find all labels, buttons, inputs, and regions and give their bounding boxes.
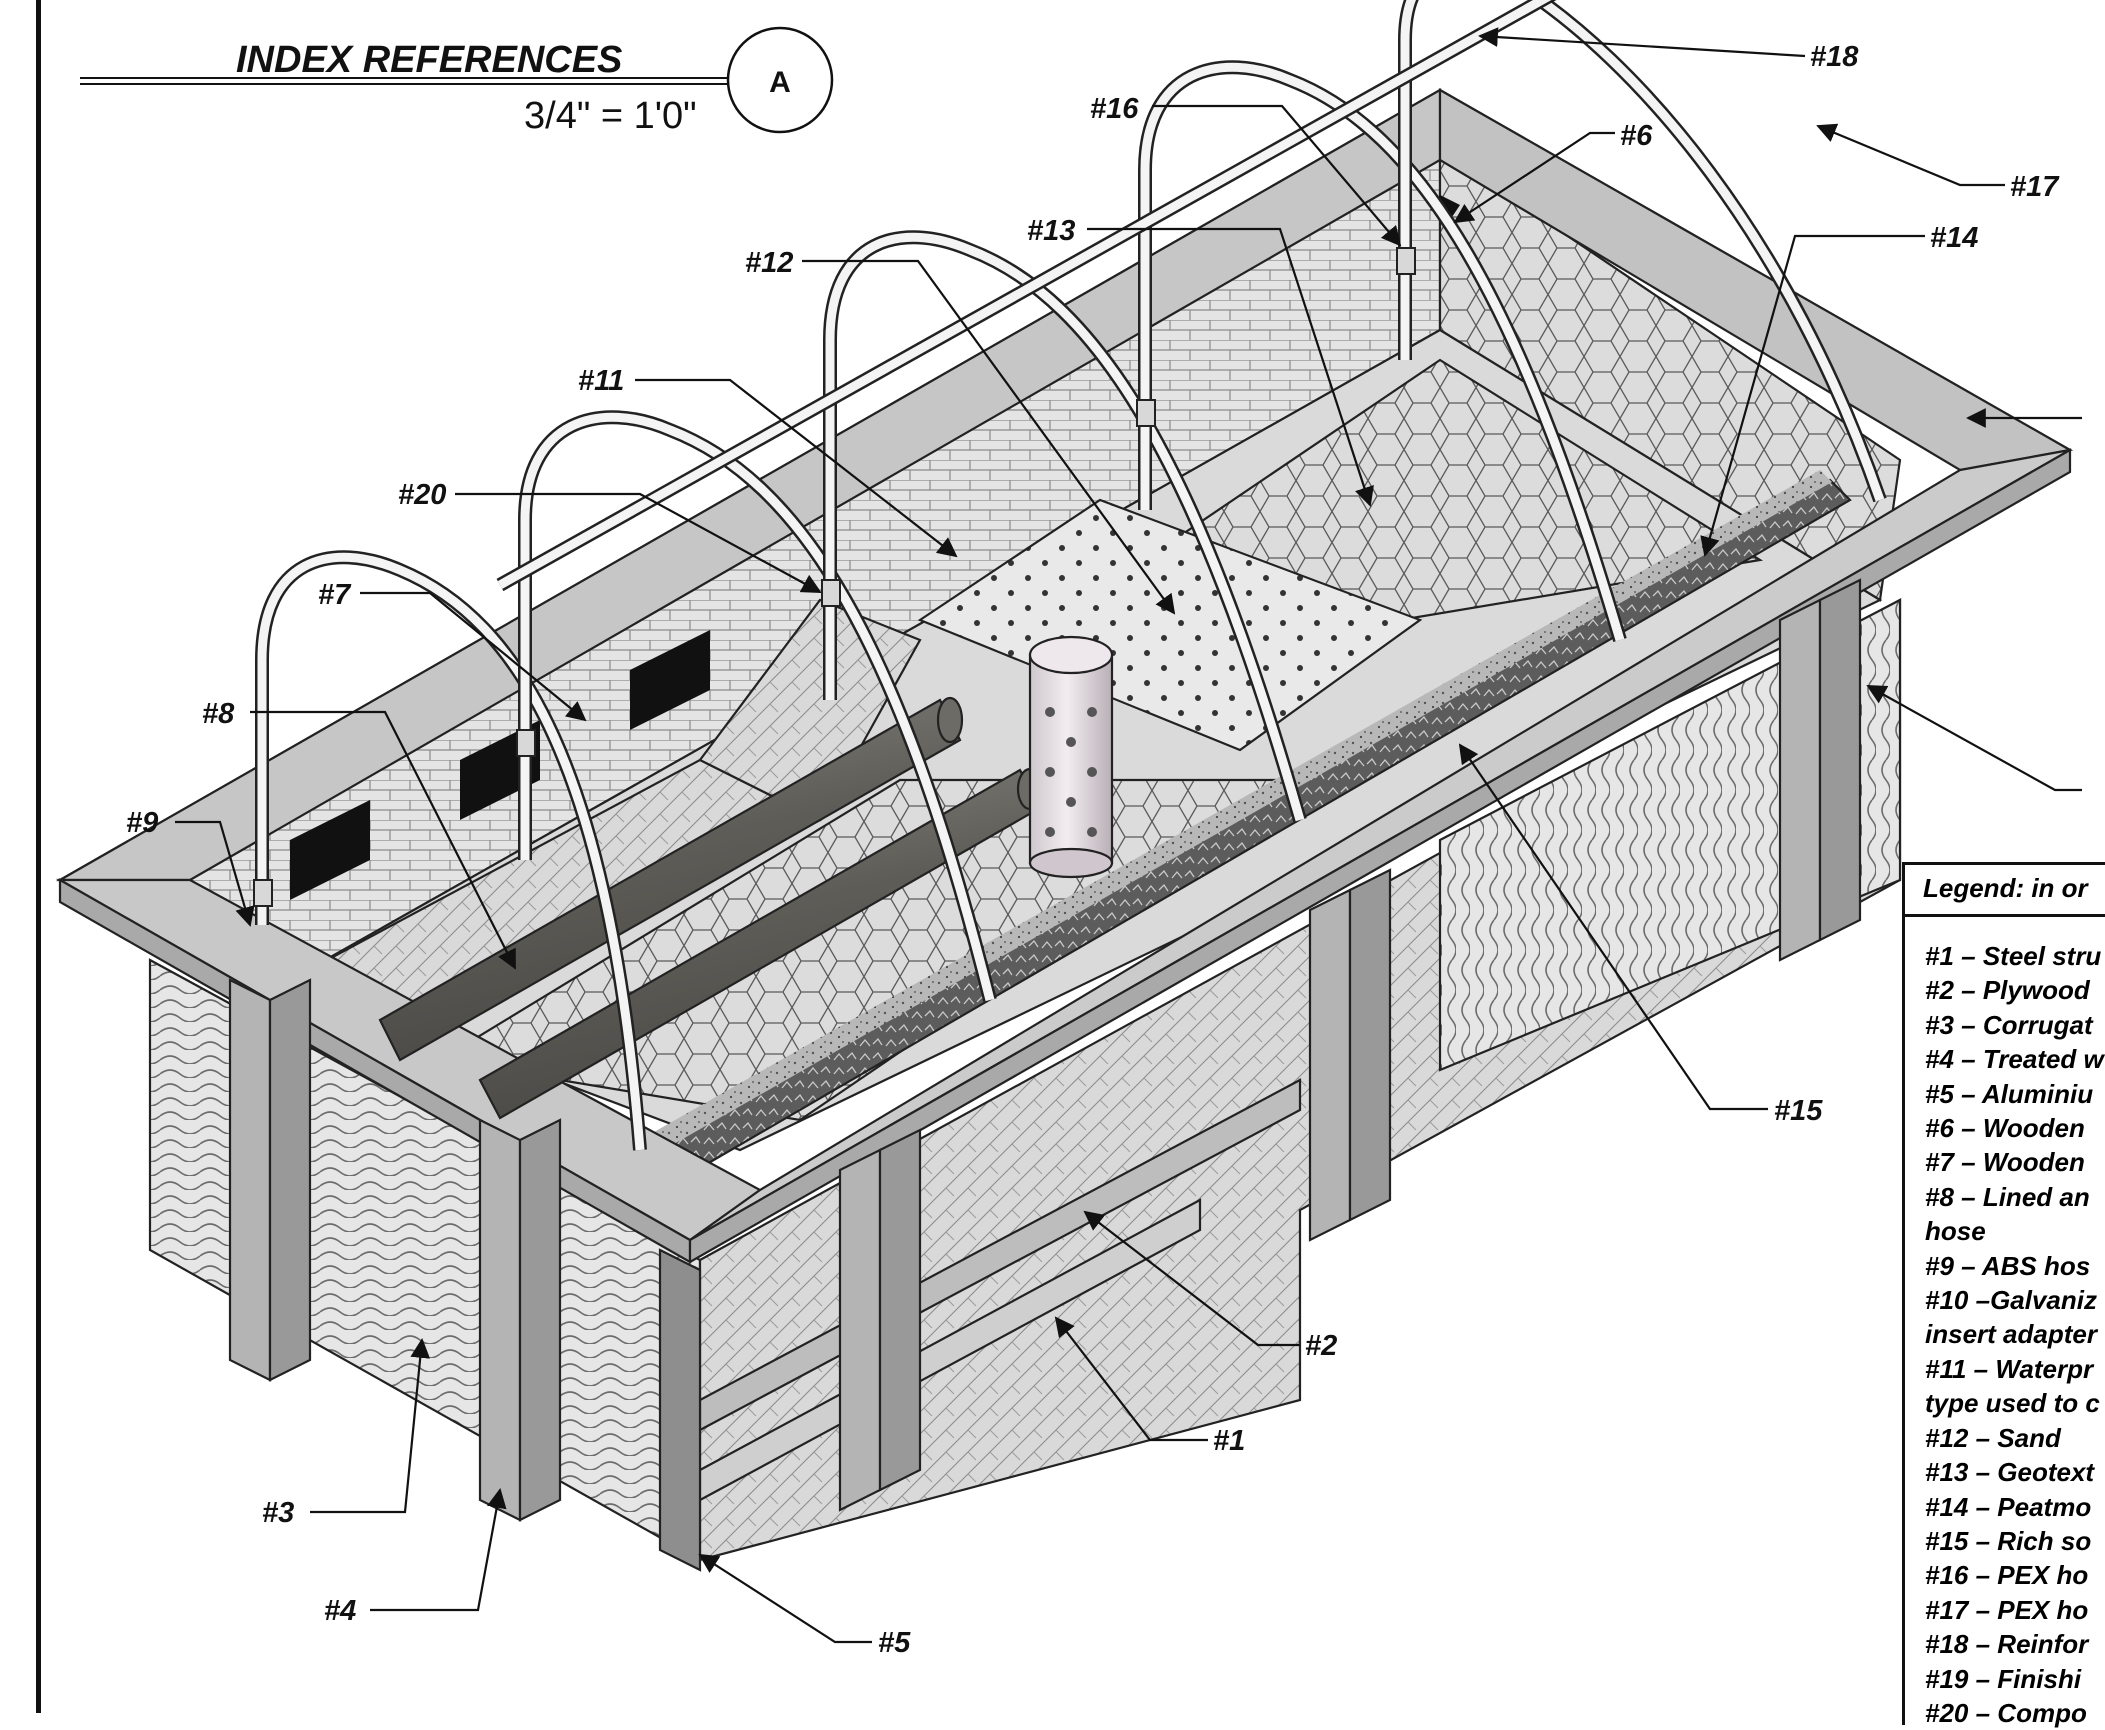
- raised-bed: [55, 0, 2074, 1572]
- posts: [228, 578, 1862, 1572]
- legend-item: #11 – Waterpr: [1925, 1353, 2094, 1384]
- callout-2: #2: [1305, 1330, 1337, 1362]
- drawing-title: INDEX REFERENCES: [236, 39, 622, 81]
- legend-item: #4 – Treated w: [1925, 1044, 2104, 1075]
- callout-14: #14: [1930, 222, 1978, 254]
- callout-18: #18: [1810, 41, 1859, 73]
- compost-vent-pipe: [1028, 635, 1114, 879]
- legend-item: #7 – Wooden: [1925, 1147, 2085, 1178]
- legend-title: Legend: in or: [1905, 865, 2105, 917]
- callout-4: #4: [324, 1595, 356, 1627]
- callout-12: #12: [745, 247, 793, 279]
- section-marker: [726, 26, 834, 134]
- legend-item: type used to c: [1925, 1388, 2100, 1419]
- legend-item: #20 – Compo: [1925, 1697, 2087, 1728]
- callout-6: #6: [1620, 120, 1653, 152]
- legend-item: #5 – Aluminiu: [1925, 1078, 2094, 1109]
- wooden-board-1: [290, 800, 370, 900]
- section-marker-label: A: [769, 66, 791, 99]
- callout-5: #5: [878, 1627, 911, 1659]
- callout-16: #16: [1090, 93, 1139, 125]
- legend-item: #16 – PEX ho: [1925, 1560, 2089, 1591]
- callout-1: #1: [1213, 1425, 1245, 1457]
- wooden-board-3: [630, 630, 710, 730]
- callouts: #18 #16 #6 #17 #13 #14 #12 #11 #20 #7 #8: [126, 27, 2082, 1659]
- legend-item: insert adapter: [1925, 1319, 2097, 1350]
- legend-list: #1 – Steel stru #2 – Plywood #3 – Corrug…: [1905, 917, 2105, 1730]
- legend-item: #14 – Peatmo: [1925, 1491, 2092, 1522]
- callout-8: #8: [202, 698, 235, 730]
- legend-item: #18 – Reinfor: [1925, 1629, 2089, 1660]
- callout-7: #7: [318, 579, 352, 611]
- drawing-scale: 3/4" = 1'0": [524, 95, 697, 137]
- legend-item: #17 – PEX ho: [1925, 1594, 2089, 1625]
- callout-20: #20: [398, 479, 446, 511]
- legend-item: #12 – Sand: [1925, 1422, 2061, 1453]
- legend-item: #8 – Lined an: [1925, 1181, 2090, 1212]
- aluminium-corner: [658, 1248, 702, 1572]
- page-border: [36, 0, 41, 1713]
- title-block: INDEX REFERENCES 3/4" = 1'0" A: [80, 26, 834, 137]
- callout-3: #3: [262, 1497, 294, 1529]
- legend-item: #13 – Geotext: [1925, 1457, 2095, 1488]
- compost-strip: [640, 470, 1832, 1152]
- callout-17: #17: [2010, 171, 2060, 203]
- sand-layer: [917, 498, 1423, 752]
- legend-item: hose: [1925, 1216, 1986, 1247]
- legend-item: #1 – Steel stru: [1925, 941, 2102, 971]
- legend-item: #3 – Corrugat: [1925, 1009, 2093, 1040]
- legend-item: #19 – Finishi: [1925, 1663, 2082, 1694]
- legend-item: #10 –Galvaniz: [1925, 1285, 2097, 1316]
- pipes: [378, 696, 1044, 1120]
- callout-13: #13: [1027, 215, 1075, 247]
- legend-item: #9 – ABS hos: [1925, 1250, 2091, 1281]
- legend-item: #2 – Plywood: [1925, 975, 2090, 1006]
- legend: Legend: in or #1 – Steel stru #2 – Plywo…: [1902, 862, 2105, 1728]
- legend-item: #15 – Rich so: [1925, 1525, 2092, 1556]
- callout-11: #11: [578, 365, 624, 397]
- hoop-clamps: [253, 247, 1416, 907]
- raised-bed-diagram: INDEX REFERENCES 3/4" = 1'0" A #18 #16 #…: [36, 0, 2082, 1713]
- legend-item: #6 – Wooden: [1925, 1113, 2085, 1144]
- callout-15: #15: [1774, 1095, 1823, 1127]
- callout-9: #9: [126, 807, 158, 839]
